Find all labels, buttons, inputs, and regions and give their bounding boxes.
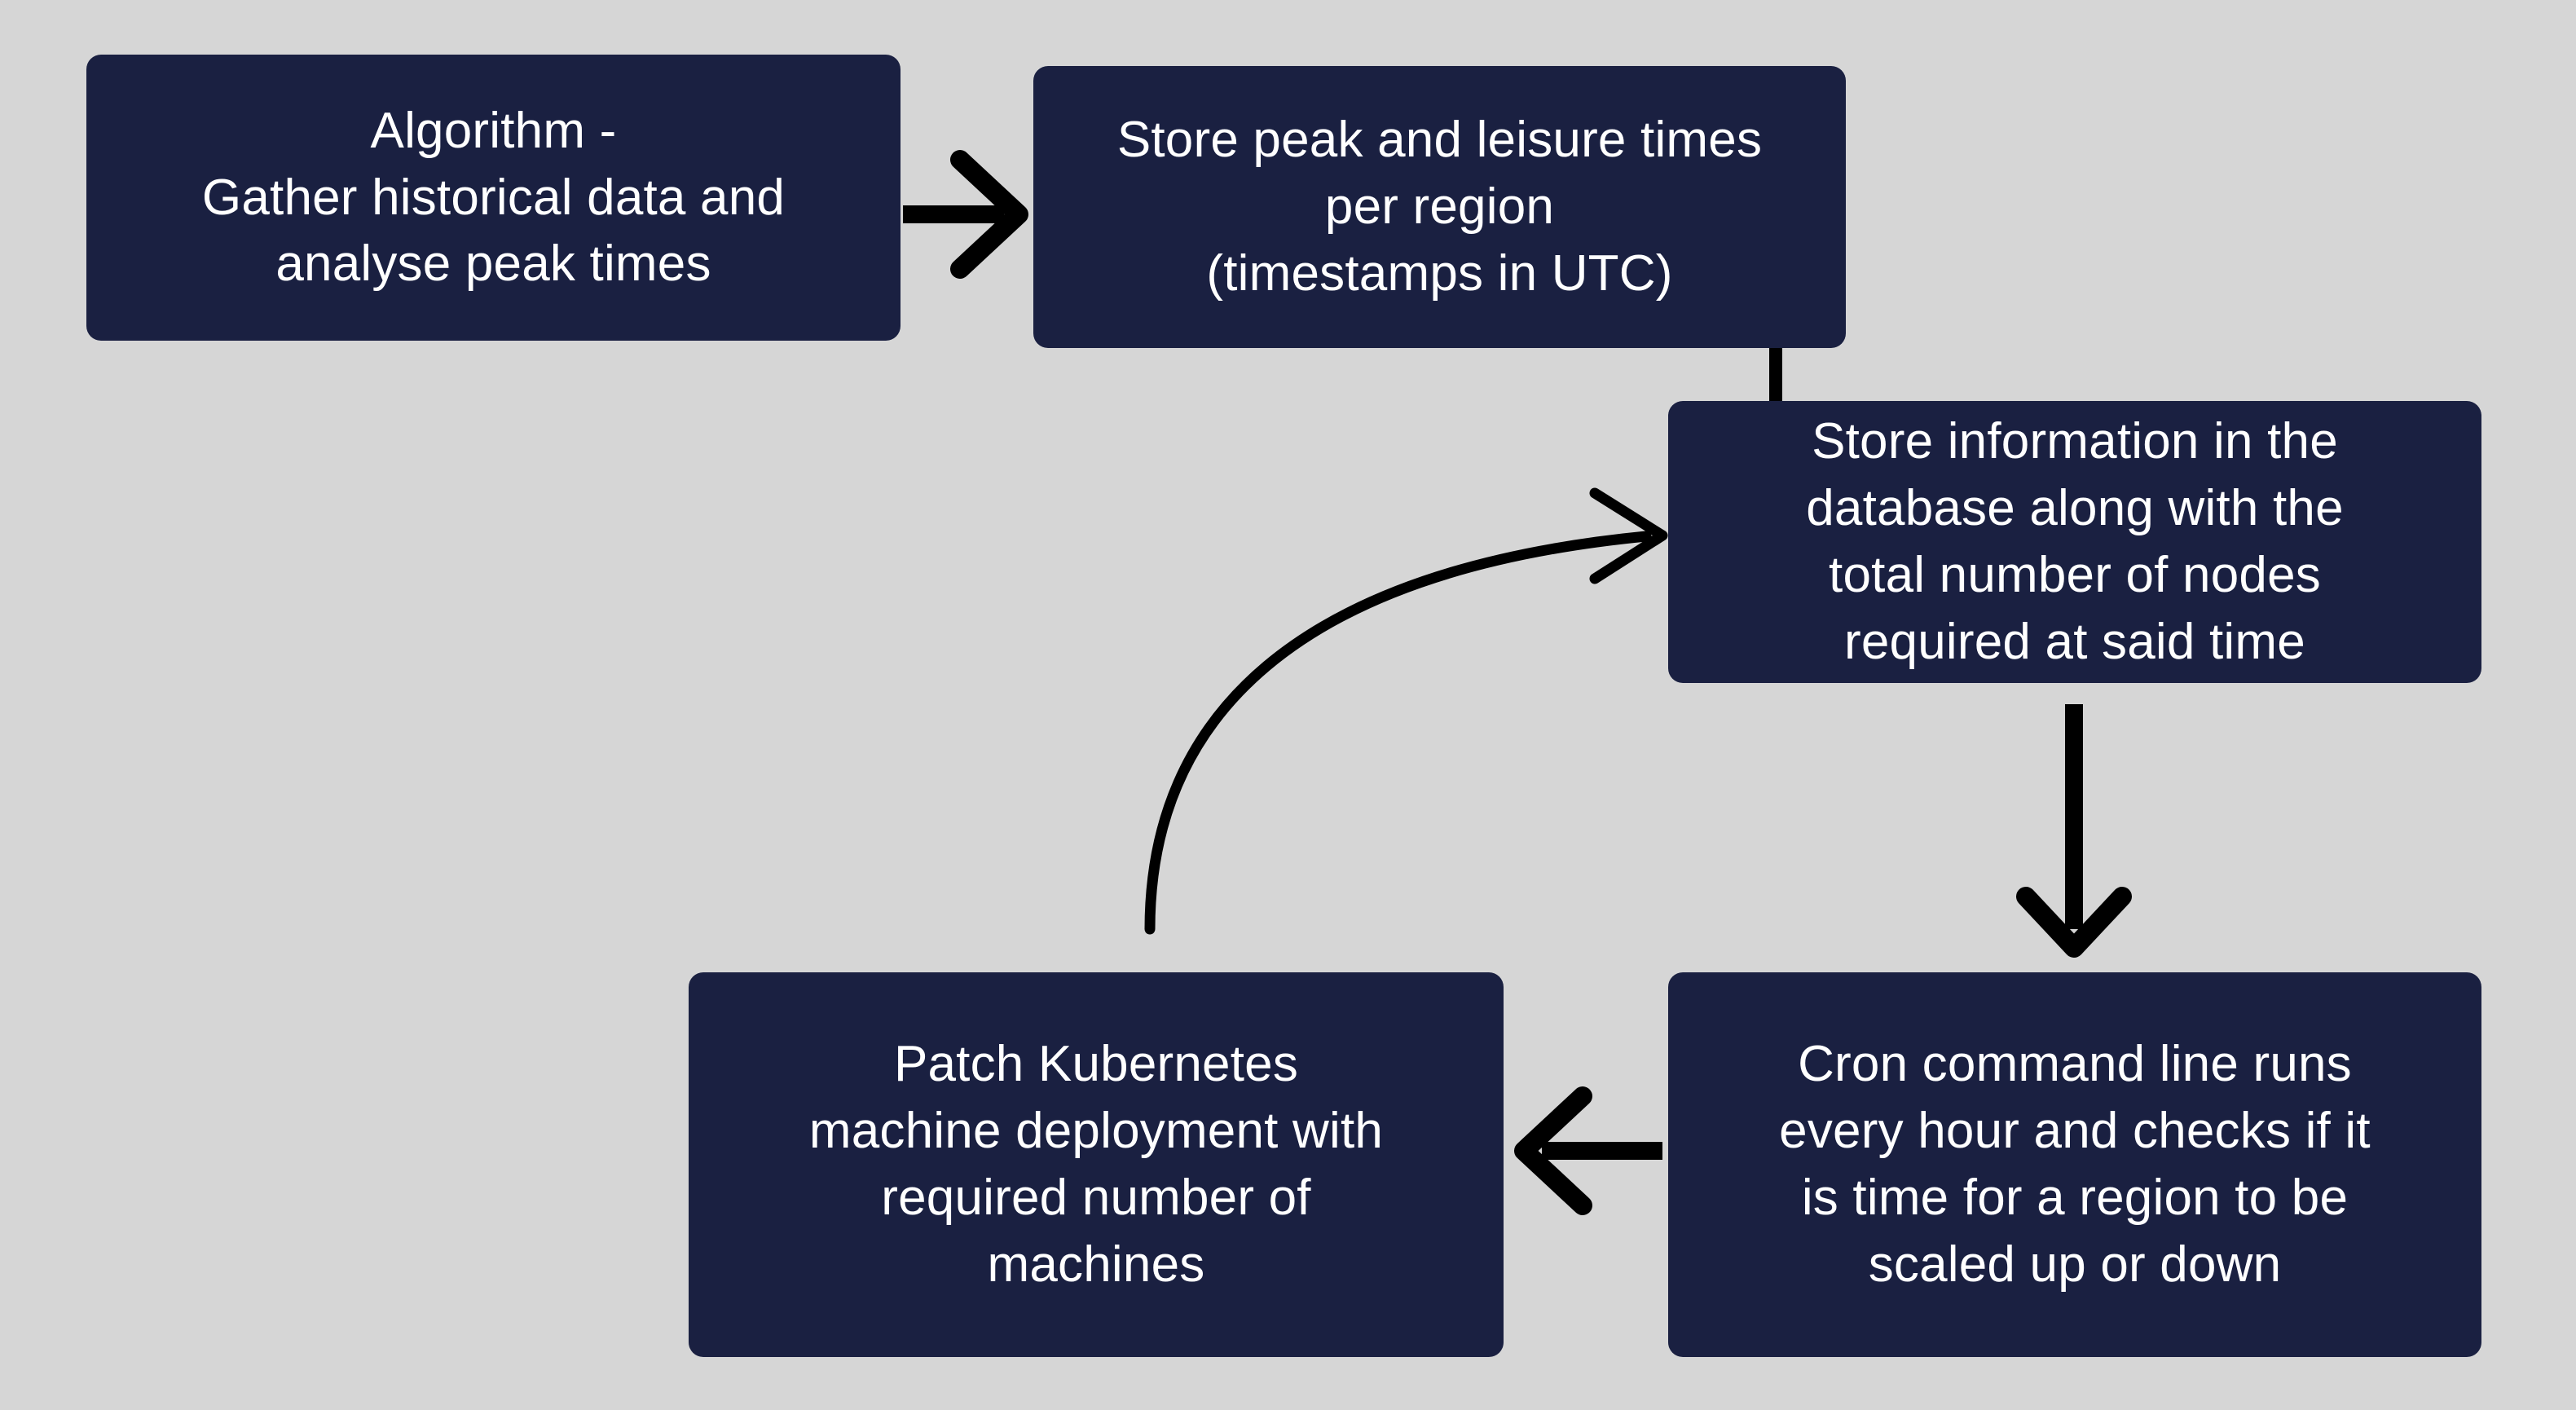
- node-store-peak-times-label: Store peak and leisure times per region …: [1116, 112, 1763, 302]
- node-cron-check-label: Cron command line runs every hour and ch…: [1779, 1036, 2371, 1293]
- arrowhead-icon: [1514, 1086, 1592, 1215]
- node-algorithm[interactable]: Algorithm - Gather historical data and a…: [86, 55, 900, 341]
- node-patch-kubernetes-label: Patch Kubernetes machine deployment with…: [808, 1036, 1384, 1293]
- edge-store-in-database-to-cron-check: [2016, 704, 2132, 958]
- edge-shaft: [1144, 531, 1652, 935]
- edge-algorithm-to-store-peak-times: [903, 150, 1028, 279]
- node-patch-kubernetes[interactable]: Patch Kubernetes machine deployment with…: [689, 972, 1504, 1357]
- arrowhead-icon: [2016, 887, 2132, 958]
- node-store-in-database[interactable]: Store information in the database along …: [1668, 401, 2481, 683]
- arrowhead-icon: [950, 150, 1028, 279]
- edge-patch-kubernetes-to-store-in-database: [1144, 487, 1668, 935]
- node-store-in-database-label: Store information in the database along …: [1806, 413, 2344, 670]
- edge-cron-check-to-patch-kubernetes: [1514, 1086, 1662, 1215]
- node-store-peak-times[interactable]: Store peak and leisure times per region …: [1033, 66, 1846, 348]
- node-cron-check[interactable]: Cron command line runs every hour and ch…: [1668, 972, 2481, 1357]
- node-algorithm-label: Algorithm - Gather historical data and a…: [201, 102, 786, 293]
- arrowhead-icon: [1589, 487, 1668, 584]
